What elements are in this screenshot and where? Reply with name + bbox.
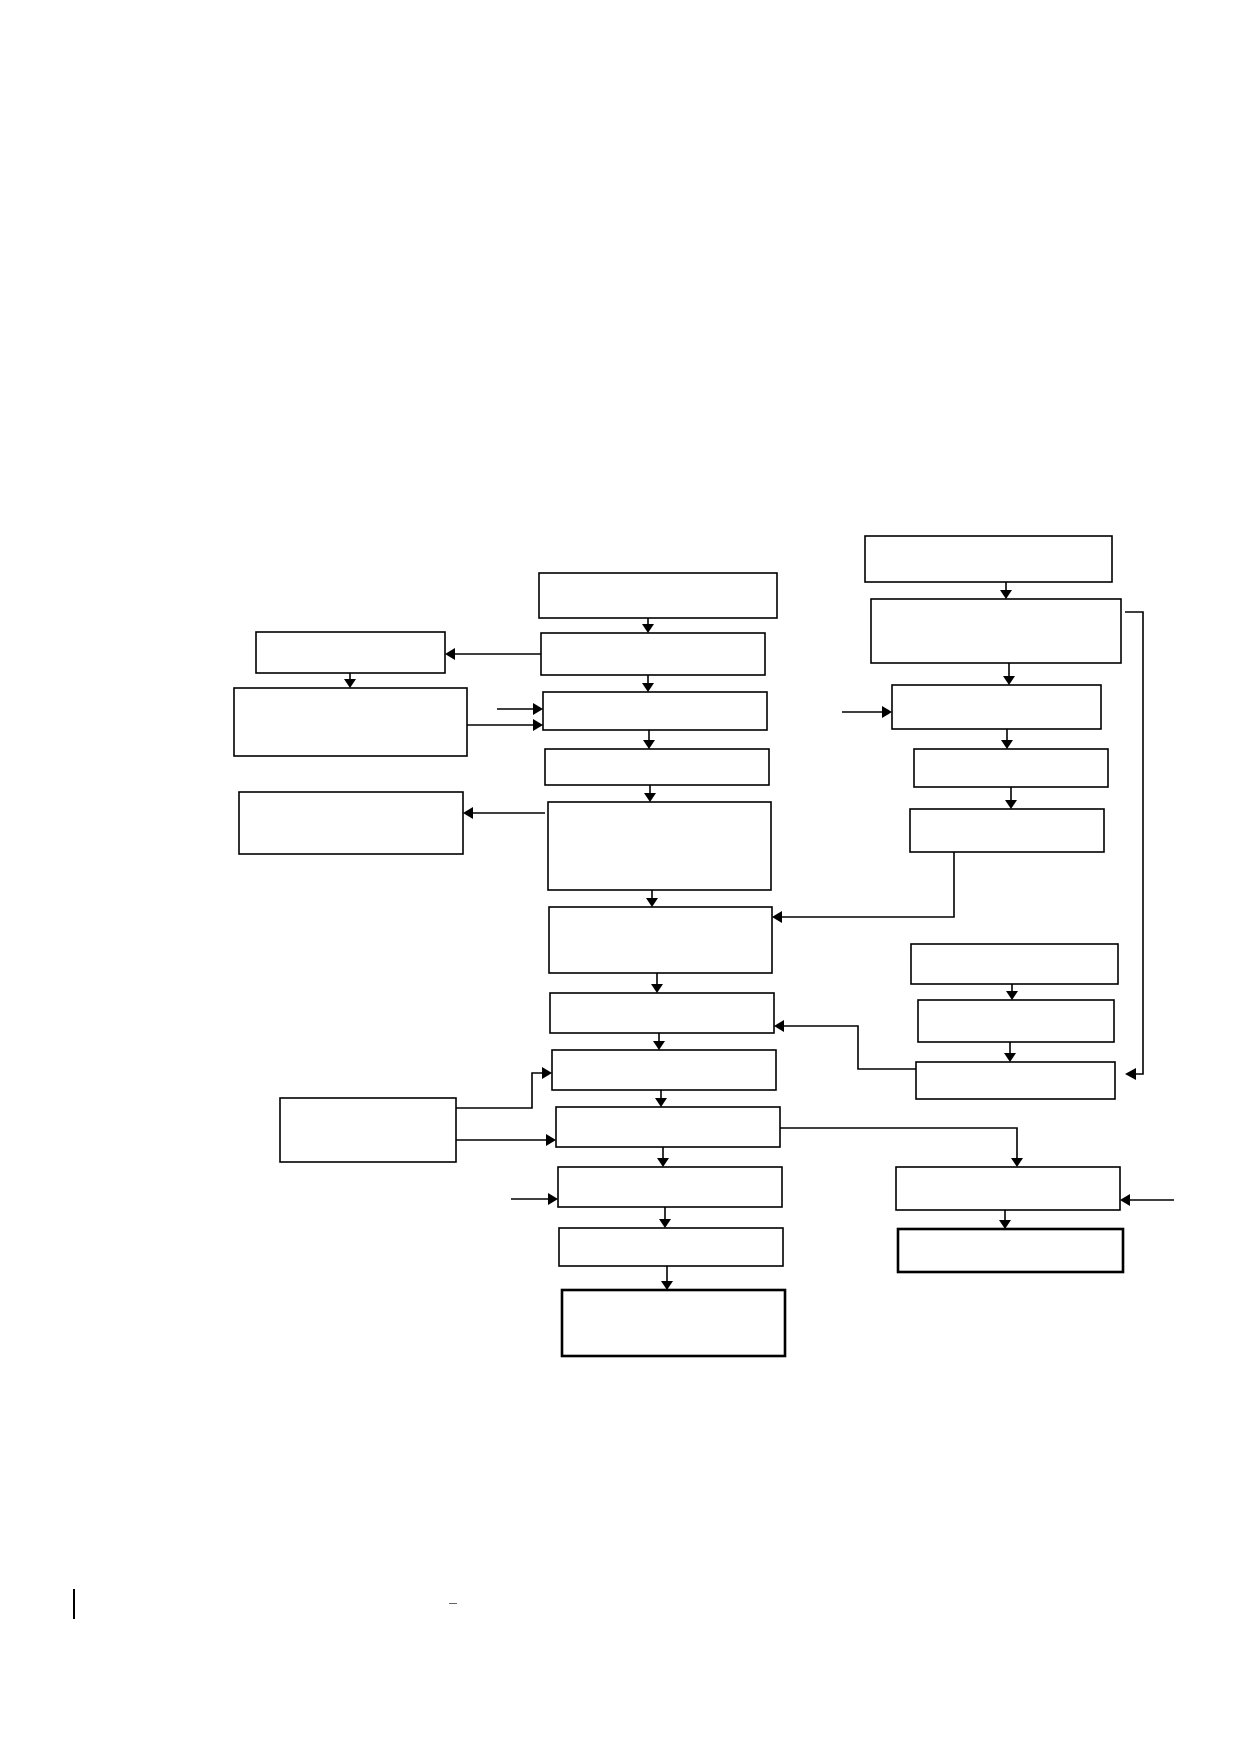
arrowhead bbox=[1000, 590, 1012, 599]
arrowhead bbox=[999, 1220, 1011, 1229]
flow-box-c6 bbox=[548, 906, 773, 974]
arrowhead bbox=[1004, 1053, 1016, 1062]
flow-box-c2 bbox=[540, 632, 766, 676]
margin-bar bbox=[73, 1589, 75, 1619]
connector-l4-c8 bbox=[456, 1072, 544, 1109]
arrowhead bbox=[1011, 1158, 1023, 1167]
flow-box-l3 bbox=[238, 791, 464, 855]
flow-box-c1 bbox=[538, 572, 778, 619]
flow-box-c8 bbox=[551, 1049, 777, 1091]
arrowhead bbox=[1005, 800, 1017, 809]
flow-box-c11 bbox=[558, 1227, 784, 1267]
arrowhead bbox=[542, 1067, 552, 1079]
arrowhead bbox=[1125, 1068, 1136, 1080]
flow-box-c10 bbox=[557, 1166, 783, 1208]
arrowhead bbox=[445, 648, 455, 660]
arrowhead bbox=[772, 911, 782, 923]
flow-box-l2 bbox=[233, 687, 468, 757]
connector-r2-r8 bbox=[1125, 611, 1144, 1075]
arrowhead bbox=[653, 1041, 665, 1050]
flow-box-r4 bbox=[913, 748, 1109, 788]
connector-c9-r9 bbox=[780, 1127, 1018, 1159]
arrowhead bbox=[774, 1020, 784, 1032]
connector-r5-c6 bbox=[781, 852, 955, 918]
arrowhead bbox=[533, 719, 543, 731]
arrowhead bbox=[655, 1098, 667, 1107]
flow-box-r2 bbox=[870, 598, 1122, 664]
arrowhead bbox=[1120, 1194, 1130, 1206]
footer-link-mark[interactable] bbox=[449, 1603, 457, 1604]
flow-box-r7 bbox=[917, 999, 1115, 1043]
flow-box-r3 bbox=[891, 684, 1102, 730]
flow-box-c3 bbox=[542, 691, 768, 731]
arrowhead bbox=[546, 1134, 556, 1146]
flow-box-r9 bbox=[895, 1166, 1121, 1211]
arrowhead bbox=[533, 703, 543, 715]
arrowhead bbox=[659, 1219, 671, 1228]
flow-box-c5 bbox=[547, 801, 772, 891]
flow-box-l1 bbox=[255, 631, 446, 674]
arrowhead bbox=[882, 706, 892, 718]
flow-box-c9 bbox=[555, 1106, 781, 1148]
arrowhead bbox=[642, 683, 654, 692]
arrowhead bbox=[646, 898, 658, 907]
arrowhead bbox=[642, 624, 654, 633]
flow-box-r6 bbox=[910, 943, 1119, 985]
arrowhead bbox=[661, 1281, 673, 1290]
flow-box-r8 bbox=[915, 1061, 1116, 1100]
connector-r8-c7 bbox=[783, 1025, 916, 1070]
flow-box-l4 bbox=[279, 1097, 457, 1163]
flow-box-c12-end bbox=[560, 1288, 787, 1358]
arrowhead bbox=[1006, 991, 1018, 1000]
arrowhead bbox=[657, 1158, 669, 1167]
flow-box-r1 bbox=[864, 535, 1113, 583]
arrowhead bbox=[1001, 740, 1013, 749]
flow-box-c4 bbox=[544, 748, 770, 786]
arrowhead bbox=[644, 793, 656, 802]
arrowhead bbox=[643, 740, 655, 749]
arrowhead bbox=[548, 1193, 558, 1205]
flow-box-c7 bbox=[549, 992, 775, 1034]
arrowhead bbox=[344, 679, 356, 688]
flow-box-r5 bbox=[909, 808, 1105, 853]
arrowhead bbox=[1003, 676, 1015, 685]
arrowhead bbox=[651, 984, 663, 993]
flow-box-r10-end bbox=[896, 1227, 1125, 1274]
arrowhead bbox=[463, 807, 473, 819]
